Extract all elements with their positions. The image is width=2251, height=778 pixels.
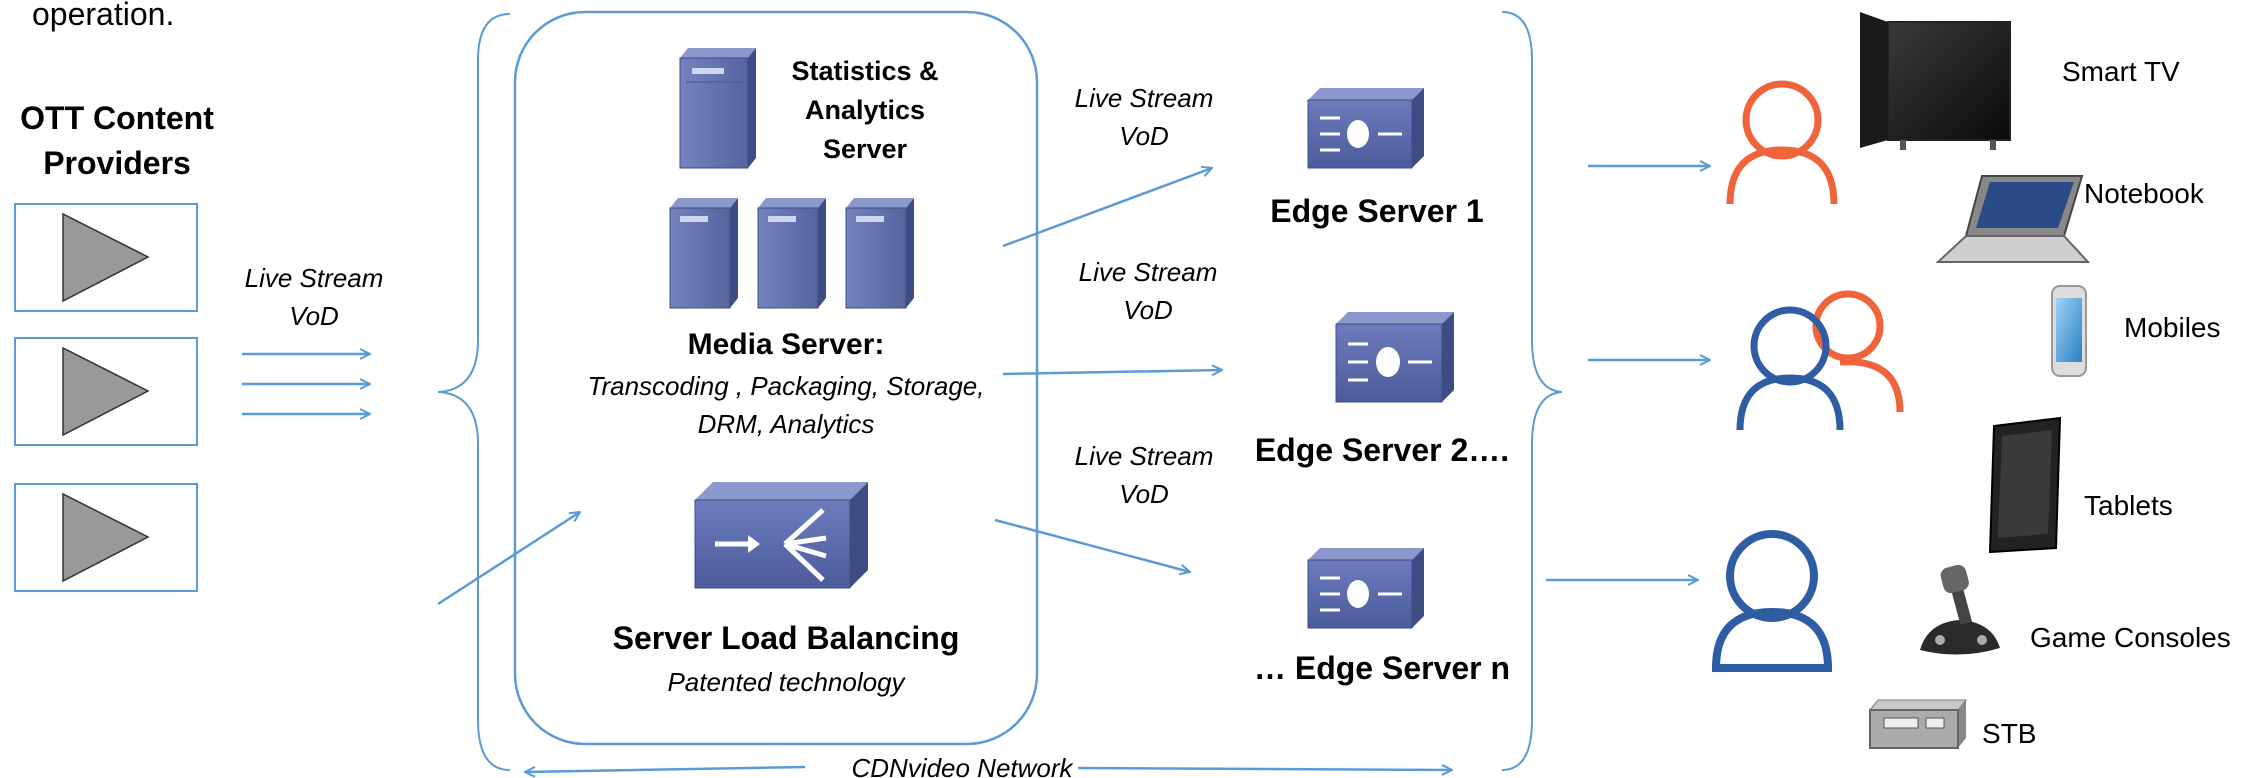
- device-label-smart-tv: Smart TV: [2062, 56, 2180, 87]
- tower-server-icon: [679, 48, 756, 169]
- load-balancer-title: Server Load Balancing: [612, 620, 960, 656]
- device-label-tablets: Tablets: [2084, 490, 2173, 521]
- user-icon: [1711, 530, 1833, 672]
- load-balancer-subtitle: Patented technology: [667, 667, 905, 697]
- edge-server-2-label: Edge Server 2….: [1254, 432, 1510, 468]
- settop-box-icon: [1868, 699, 1968, 749]
- tower-server-icon: [669, 198, 738, 309]
- joystick-icon: [1920, 564, 2000, 655]
- provider-box-3: [14, 483, 198, 592]
- network-arrows: [525, 767, 1452, 772]
- stream-label-vod: VoD: [1119, 121, 1169, 151]
- edge-server-1-label: Edge Server 1: [1270, 193, 1484, 229]
- device-label-mobiles: Mobiles: [2124, 312, 2221, 343]
- tv-icon: [1860, 12, 2011, 150]
- stream-label-vod: VoD: [1119, 479, 1169, 509]
- left-brace: [437, 13, 511, 771]
- user-group-icon: [1736, 290, 1904, 431]
- load-balancer-icon: [694, 482, 868, 589]
- tower-server-icon: [757, 198, 826, 309]
- media-server-desc-line1: Transcoding , Packaging, Storage,: [587, 371, 985, 401]
- provider-arrows: [242, 354, 370, 414]
- laptop-icon: [1935, 175, 2091, 263]
- tower-server-icon: [845, 198, 914, 309]
- core-container: [513, 10, 1039, 746]
- stream-label-live: Live Stream: [1078, 257, 1218, 287]
- device-label-stb: STB: [1982, 718, 2037, 749]
- stream-label-live: Live Stream: [244, 263, 384, 293]
- network-label: CDNvideo Network: [851, 753, 1073, 778]
- stats-line1: Statistics &: [791, 56, 939, 86]
- user-icon: [1726, 80, 1838, 205]
- providers-title-line2: Providers: [43, 145, 191, 181]
- provider-box-2: [14, 337, 198, 446]
- right-brace: [1501, 11, 1563, 771]
- stats-line3: Server: [822, 134, 908, 164]
- media-server-title: Media Server:: [687, 328, 885, 361]
- provider-box-1: [14, 203, 198, 312]
- device-label-game-consoles: Game Consoles: [2030, 622, 2231, 653]
- device-label-notebook: Notebook: [2084, 178, 2204, 209]
- stream-label-live: Live Stream: [1074, 441, 1214, 471]
- play-icon: [62, 492, 150, 583]
- edge-server-icon: [1335, 312, 1454, 403]
- media-server-desc-line2: DRM, Analytics: [697, 409, 875, 439]
- tablet-icon: [1988, 416, 2062, 554]
- edge-to-user-arrows: [1546, 166, 1710, 580]
- stream-label-vod: VoD: [289, 301, 339, 331]
- edge-server-icon: [1307, 548, 1424, 629]
- stream-label-vod: VoD: [1123, 295, 1173, 325]
- play-icon: [62, 346, 150, 437]
- stats-line2: Analytics: [804, 95, 926, 125]
- core-to-edge-arrows: [437, 168, 1222, 606]
- play-icon: [62, 212, 150, 303]
- intro-text-fragment: operation.: [32, 0, 175, 32]
- stream-label-live: Live Stream: [1074, 83, 1214, 113]
- providers-title-line1: OTT Content: [20, 100, 214, 136]
- edge-server-icon: [1307, 88, 1424, 169]
- smartphone-icon: [2051, 285, 2087, 377]
- edge-server-n-label: … Edge Server n: [1253, 650, 1511, 686]
